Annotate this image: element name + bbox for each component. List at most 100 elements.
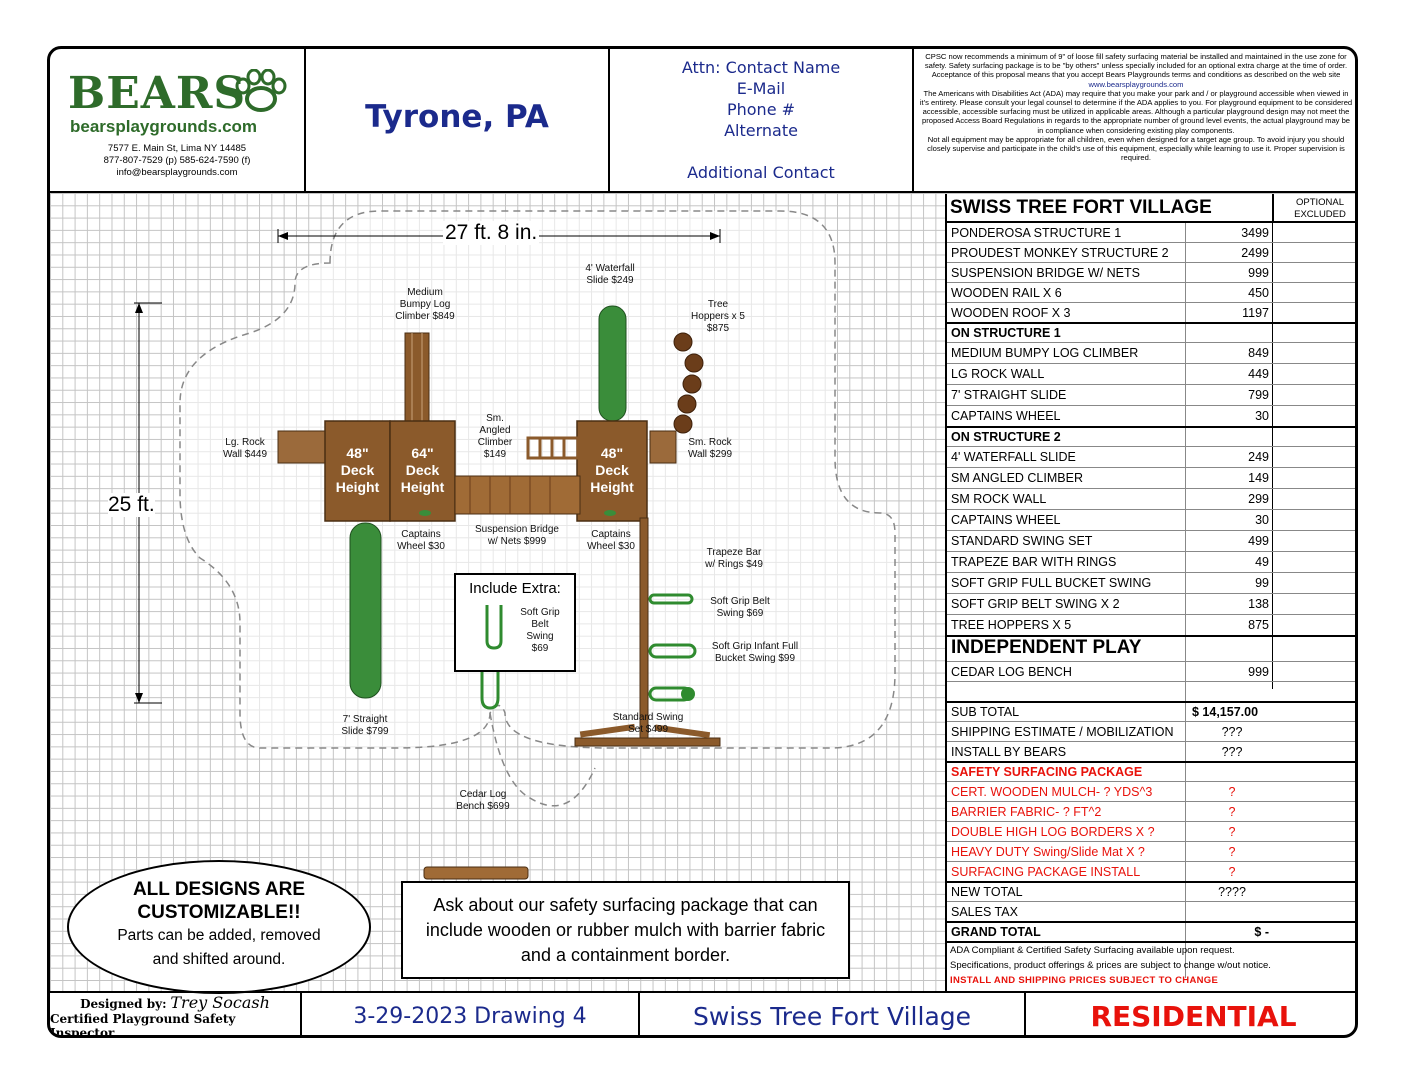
table-title: SWISS TREE FORT VILLAGE	[950, 197, 1212, 218]
row-label: SM ROCK WALL	[951, 492, 1047, 506]
bears-logo: BEARS bearsplaygrounds.com	[68, 69, 298, 139]
row-value: ?	[1228, 845, 1236, 859]
row-value: 3499	[1241, 226, 1269, 240]
row-label: DOUBLE HIGH LOG BORDERS X ?	[951, 825, 1155, 839]
paw-icon	[235, 69, 287, 112]
row-value: $ -	[1254, 925, 1269, 939]
row-value: 299	[1248, 492, 1269, 506]
label-swing-set: Standard Swing Set $499	[612, 712, 684, 735]
row-label: PROUDEST MONKEY STRUCTURE 2	[951, 246, 1169, 260]
row-value: 149	[1248, 471, 1269, 485]
row-value: 875	[1248, 618, 1269, 632]
row-label: WOODEN RAIL X 6	[951, 286, 1062, 300]
surfacing-note: Ask about our safety surfacing package t…	[425, 894, 826, 965]
row-label: CEDAR LOG BENCH	[951, 665, 1072, 679]
label-straight-slide: 7' Straight Slide $799	[341, 714, 389, 737]
row-label: TREE HOPPERS X 5	[951, 618, 1072, 632]
row-label: STANDARD SWING SET	[951, 534, 1093, 548]
row-label: SM ANGLED CLIMBER	[951, 471, 1083, 485]
disclaimer-link[interactable]: www.bearsplaygrounds.com	[1088, 79, 1184, 89]
row-label: SOFT GRIP BELT SWING X 2	[951, 597, 1120, 611]
deck-height-3: 48" Deck Height	[590, 445, 634, 495]
row-label: SAFETY SURFACING PACKAGE	[951, 765, 1143, 779]
label-sm-angled-climber: Sm. Angled Climber $149	[477, 413, 513, 460]
row-label: SHIPPING ESTIMATE / MOBILIZATION	[951, 725, 1174, 739]
row-value: ?	[1228, 785, 1236, 799]
row-label: CAPTAINS WHEEL	[951, 513, 1061, 527]
row-label: CERT. WOODEN MULCH- ? YDS^3	[951, 785, 1153, 799]
row-label: CAPTAINS WHEEL	[951, 409, 1061, 423]
row-value: 30	[1255, 409, 1269, 423]
contact-alternate: Alternate	[724, 121, 798, 140]
designer-name: Trey Socash	[170, 992, 270, 1012]
row-label: SALES TAX	[951, 905, 1018, 919]
row-value: 99	[1255, 576, 1269, 590]
row-label: TRAPEZE BAR WITH RINGS	[951, 555, 1117, 569]
row-value: 138	[1248, 597, 1269, 611]
use-zone-outline	[134, 210, 896, 896]
label-captains-wheel-2: Captains Wheel $30	[587, 529, 635, 552]
include-extra-box: Include Extra: Soft Grip Belt Swing $69	[454, 573, 576, 672]
contact-block: Attn: Contact Name E-Mail Phone # Altern…	[610, 57, 912, 183]
row-value: 799	[1248, 388, 1269, 402]
company-email: info@bearsplaygrounds.com	[116, 167, 238, 178]
row-value: 999	[1248, 665, 1269, 679]
customizable-body: Parts can be added, removed and shifted …	[117, 927, 321, 968]
row-label: ON STRUCTURE 2	[951, 430, 1061, 444]
label-waterfall-slide: 4' Waterfall Slide $249	[585, 263, 635, 286]
row-value: 49	[1255, 555, 1269, 569]
row-label: BARRIER FABRIC- ? FT^2	[951, 805, 1102, 819]
deck-height-2: 64" Deck Height	[400, 445, 445, 495]
row-value: 449	[1248, 367, 1269, 381]
header-logo-block: BEARS bearsplaygrounds.com 7577 E. Main …	[50, 49, 304, 192]
drawing-date: 3-29-2023 Drawing 4	[353, 1003, 587, 1029]
price-table: SWISS TREE FORT VILLAGE OPTIONAL EXCLUDE…	[945, 194, 1355, 992]
row-value: $ 14,157.00	[1192, 705, 1259, 719]
additional-contact: Additional Contact	[687, 163, 835, 182]
optional-excluded-header: OPTIONAL EXCLUDED	[1294, 197, 1346, 220]
width-dimension: 27 ft. 8 in.	[443, 221, 540, 245]
designer-block: Designed by: Trey Socash Certified Playg…	[50, 992, 300, 1038]
table-note: ADA Compliant & Certified Safety Surfaci…	[950, 945, 1235, 956]
project-name: Swiss Tree Fort Village	[692, 1001, 972, 1031]
disclaimer-supervision: Not all equipment may be appropriate for…	[927, 134, 1345, 163]
drawing-sheet: BEARS bearsplaygrounds.com 7577 E. Main …	[47, 46, 1358, 1038]
row-value: 499	[1248, 534, 1269, 548]
include-extra-title: Include Extra:	[469, 580, 561, 597]
row-label: INDEPENDENT PLAY	[951, 637, 1142, 658]
row-value: ?	[1228, 865, 1236, 879]
label-sm-rock-wall: Sm. Rock Wall $299	[687, 437, 733, 460]
belt-swing-icon	[485, 605, 503, 650]
project-type: RESIDENTIAL	[1090, 999, 1297, 1033]
row-label: NEW TOTAL	[951, 885, 1023, 899]
row-label: HEAVY DUTY Swing/Slide Mat X ?	[951, 845, 1145, 859]
label-belt-swing: Soft Grip Belt Swing $69	[710, 596, 770, 619]
label-bumpy-log: Medium Bumpy Log Climber $849	[395, 287, 455, 322]
table-note: Specifications, product offerings & pric…	[950, 960, 1271, 971]
playground-drawing: 27 ft. 8 in. 25 ft. Medium Bumpy Log Cli…	[50, 193, 945, 994]
row-value: 249	[1248, 450, 1269, 464]
row-value: ???	[1221, 725, 1243, 739]
table-note: INSTALL AND SHIPPING PRICES SUBJECT TO C…	[950, 975, 1219, 986]
contact-phone: Phone #	[726, 100, 796, 119]
row-value: ????	[1218, 885, 1246, 899]
row-value: ?	[1228, 805, 1236, 819]
row-label: GRAND TOTAL	[951, 925, 1041, 939]
designed-by-label: Designed by:	[80, 996, 167, 1011]
logo-url: bearsplaygrounds.com	[70, 117, 258, 136]
row-label: ON STRUCTURE 1	[951, 326, 1061, 340]
label-infant-swing: Soft Grip Infant Full Bucket Swing $99	[711, 641, 799, 664]
label-cedar-bench: Cedar Log Bench $699	[456, 789, 510, 812]
row-label: INSTALL BY BEARS	[951, 745, 1067, 759]
disclaimer-cpsc: CPSC now recommends a minimum of 9" of l…	[924, 52, 1348, 80]
row-value: 2499	[1241, 246, 1269, 260]
row-label: SUB TOTAL	[951, 705, 1020, 719]
label-lg-rock-wall: Lg. Rock Wall $449	[222, 437, 268, 460]
disclaimer-ada: The Americans with Disabilities Act (ADA…	[919, 88, 1353, 135]
row-value: 450	[1248, 286, 1269, 300]
height-dimension: 25 ft.	[108, 493, 155, 517]
label-trapeze-bar: Trapeze Bar w/ Rings $49	[705, 547, 763, 570]
disclaimer: CPSC now recommends a minimum of 9" of l…	[918, 52, 1354, 162]
surfacing-note-box: Ask about our safety surfacing package t…	[401, 881, 850, 979]
designer-title: Certified Playground Safety Inspector	[50, 1011, 236, 1038]
